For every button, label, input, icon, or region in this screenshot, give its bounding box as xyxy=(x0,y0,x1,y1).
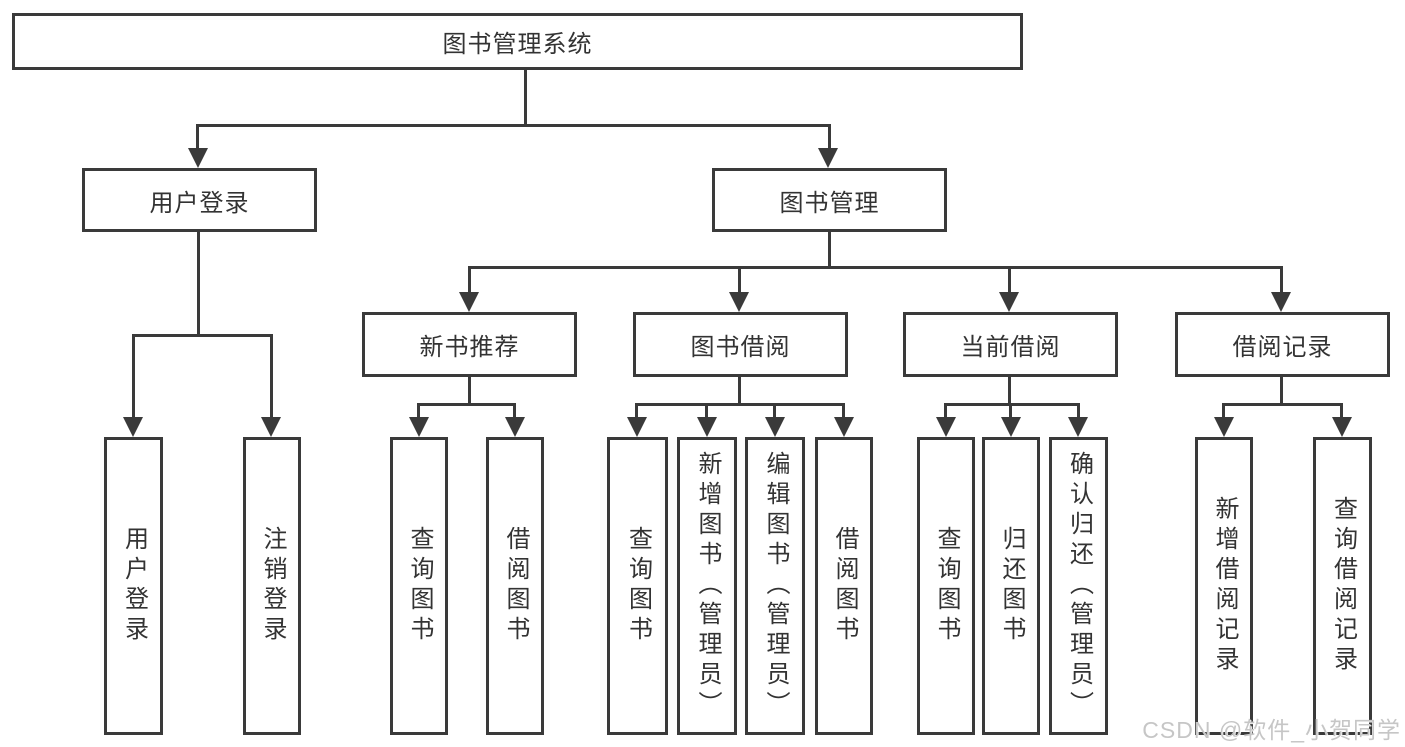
connector-line xyxy=(468,266,1283,269)
connector-line xyxy=(468,266,471,294)
leaf-add-books-admin: 新增图书（管理员） xyxy=(677,437,737,735)
node-current-borrowing: 当前借阅 xyxy=(903,312,1118,377)
arrow-down-icon xyxy=(1271,292,1291,312)
leaf-label: 查询图书 xyxy=(933,526,960,646)
leaf-logout: 注销登录 xyxy=(243,437,301,735)
arrow-down-icon xyxy=(1068,417,1088,437)
connector-line xyxy=(738,375,741,405)
connector-line xyxy=(524,69,527,127)
arrow-down-icon xyxy=(1332,417,1352,437)
arrow-down-icon xyxy=(834,417,854,437)
connector-line xyxy=(635,403,845,406)
leaf-label: 查询图书 xyxy=(406,526,433,646)
node-library-management-system: 图书管理系统 xyxy=(12,13,1023,70)
arrow-down-icon xyxy=(765,417,785,437)
node-book-management: 图书管理 xyxy=(712,168,947,232)
leaf-query-books-current: 查询图书 xyxy=(917,437,975,735)
arrow-down-icon xyxy=(188,148,208,168)
connector-line xyxy=(417,403,420,419)
leaf-label: 新增图书（管理员） xyxy=(694,451,721,721)
leaf-label: 查询借阅记录 xyxy=(1329,496,1357,676)
connector-line xyxy=(1009,403,1012,419)
leaf-confirm-return-admin: 确认归还（管理员） xyxy=(1049,437,1108,735)
arrow-down-icon xyxy=(818,148,838,168)
arrow-down-icon xyxy=(936,417,956,437)
arrow-down-icon xyxy=(627,417,647,437)
arrow-down-icon xyxy=(123,417,143,437)
connector-line xyxy=(1222,403,1343,406)
node-user-login: 用户登录 xyxy=(82,168,317,232)
connector-line xyxy=(842,403,845,419)
connector-line xyxy=(944,403,947,419)
connector-line xyxy=(196,124,831,127)
arrow-down-icon xyxy=(999,292,1019,312)
leaf-label: 借阅图书 xyxy=(831,526,858,646)
connector-line xyxy=(513,403,516,419)
connector-line xyxy=(132,334,273,337)
connector-line xyxy=(1008,266,1011,294)
connector-line xyxy=(270,334,273,419)
leaf-query-borrow-record: 查询借阅记录 xyxy=(1313,437,1372,735)
leaf-label: 新增借阅记录 xyxy=(1211,496,1238,676)
leaf-query-books-recommend: 查询图书 xyxy=(390,437,448,735)
connector-line xyxy=(1340,403,1343,419)
connector-line xyxy=(773,403,776,419)
leaf-edit-books-admin: 编辑图书（管理员） xyxy=(745,437,805,735)
arrow-down-icon xyxy=(1214,417,1234,437)
connector-line xyxy=(417,403,516,406)
leaf-user-login: 用户登录 xyxy=(104,437,163,735)
connector-line xyxy=(1222,403,1225,419)
connector-line xyxy=(1280,375,1283,405)
connector-line xyxy=(1008,375,1011,405)
leaf-return-books: 归还图书 xyxy=(982,437,1040,735)
connector-line xyxy=(1280,266,1283,294)
connector-line xyxy=(705,403,708,419)
leaf-add-borrow-record: 新增借阅记录 xyxy=(1195,437,1253,735)
leaf-label: 查询图书 xyxy=(624,526,652,646)
arrow-down-icon xyxy=(697,417,717,437)
connector-line xyxy=(738,266,741,294)
arrow-down-icon xyxy=(409,417,429,437)
node-new-book-recommendation: 新书推荐 xyxy=(362,312,577,377)
arrow-down-icon xyxy=(1001,417,1021,437)
connector-line xyxy=(828,124,831,151)
leaf-borrow-books-recommend: 借阅图书 xyxy=(486,437,544,735)
node-book-borrowing: 图书借阅 xyxy=(633,312,848,377)
csdn-watermark: CSDN @软件_小贺同学 xyxy=(1142,717,1401,743)
connector-line xyxy=(1077,403,1080,419)
leaf-borrow-books: 借阅图书 xyxy=(815,437,873,735)
leaf-label: 借阅图书 xyxy=(502,526,529,646)
node-borrowing-records: 借阅记录 xyxy=(1175,312,1390,377)
connector-line xyxy=(196,124,199,151)
leaf-label: 注销登录 xyxy=(259,526,286,646)
connector-line xyxy=(468,375,471,405)
leaf-label: 编辑图书（管理员） xyxy=(762,451,789,721)
connector-line xyxy=(944,403,1080,406)
leaf-label: 确认归还（管理员） xyxy=(1065,451,1093,721)
leaf-label: 归还图书 xyxy=(998,526,1025,646)
connector-line xyxy=(132,334,135,419)
arrow-down-icon xyxy=(261,417,281,437)
leaf-label: 用户登录 xyxy=(120,526,148,646)
arrow-down-icon xyxy=(729,292,749,312)
connector-line xyxy=(635,403,638,419)
arrow-down-icon xyxy=(505,417,525,437)
arrow-down-icon xyxy=(459,292,479,312)
leaf-query-books-borrowing: 查询图书 xyxy=(607,437,668,735)
connector-line xyxy=(197,231,200,336)
connector-line xyxy=(828,231,831,269)
